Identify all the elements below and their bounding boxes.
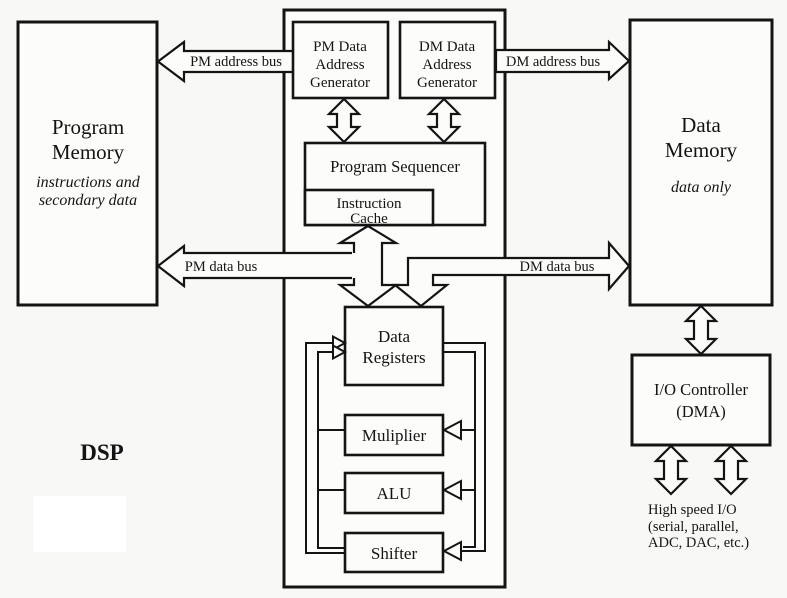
dm-dag-label-line2: Address: [422, 57, 471, 73]
pm-data-bus-label: PM data bus: [185, 259, 258, 275]
io-external-arrow-2: [713, 444, 749, 496]
high-speed-io-note-line3: ADC, DAC, etc.): [648, 535, 749, 551]
pm-dag-label-line3: Generator: [310, 75, 370, 91]
dm-data-bus-label: DM data bus: [520, 259, 595, 275]
data-registers-label-line1: Data: [378, 327, 411, 346]
instruction-cache-label-line1: Instruction: [337, 196, 402, 212]
erased-watermark-patch: [33, 496, 126, 552]
instruction-cache-label-line2: Cache: [350, 211, 388, 227]
shifter-input-arrowhead: [441, 540, 462, 562]
dm-address-bus-label: DM address bus: [506, 54, 601, 70]
multiplier-label: Muliplier: [362, 426, 427, 445]
right-inner-loop-wire: [443, 351, 476, 548]
multiplier-input-arrowhead: [441, 419, 462, 441]
pm-address-bus-label: PM address bus: [190, 54, 282, 70]
left-inner-loop-wire: [317, 351, 344, 549]
data-registers-box: [343, 305, 445, 387]
dsp-caption: DSP: [80, 440, 123, 465]
shifter-label: Shifter: [371, 544, 418, 563]
data-memory-box: [628, 18, 774, 307]
pm-dag-sequencer-arrow: [326, 97, 362, 144]
data-memory-title-line2: Memory: [665, 138, 738, 162]
pm-data-address-generator-box: [291, 20, 390, 100]
io-controller-label-line2: (DMA): [676, 402, 726, 421]
program-sequencer-label: Program Sequencer: [330, 157, 460, 176]
dm-dag-sequencer-arrow: [426, 97, 462, 144]
data-memory-note: data only: [671, 179, 732, 196]
high-speed-io-note-line2: (serial, parallel,: [648, 519, 739, 535]
dm-data-bus-arrow: [391, 240, 631, 308]
pm-dag-label-line2: Address: [315, 57, 364, 73]
dm-dag-label-line3: Generator: [417, 75, 477, 91]
io-external-arrow-1: [653, 444, 689, 496]
shifter-box: [343, 531, 445, 574]
io-controller-label-line1: I/O Controller: [654, 380, 748, 399]
dm-data-address-generator-box: [398, 20, 497, 100]
io-controller-box: [630, 353, 772, 447]
data-registers-label-line2: Registers: [362, 348, 425, 367]
data-registers-input-arrowhead-2: [332, 343, 348, 361]
program-memory-title-line1: Program: [52, 115, 124, 139]
pm-data-bus-fill: [158, 246, 368, 286]
pm-dag-label-line1: PM Data: [313, 39, 367, 55]
instruction-cache-box: [303, 188, 435, 227]
data-memory-io-arrow: [683, 304, 719, 356]
high-speed-io-note-line1: High speed I/O: [648, 502, 737, 518]
program-memory-note-line1: instructions and: [36, 174, 141, 191]
program-memory-note-line2: secondary data: [39, 192, 137, 209]
dm-dag-label-line1: DM Data: [419, 39, 476, 55]
alu-input-arrowhead: [441, 479, 462, 501]
alu-box: [343, 471, 445, 515]
program-memory-box: [16, 20, 159, 307]
program-memory-title-line2: Memory: [52, 140, 125, 164]
right-outer-loop-wire: [443, 342, 486, 552]
alu-label: ALU: [377, 484, 412, 503]
multiplier-box: [343, 413, 445, 457]
left-outer-loop-wire: [305, 342, 344, 554]
data-memory-title-line1: Data: [681, 113, 721, 137]
